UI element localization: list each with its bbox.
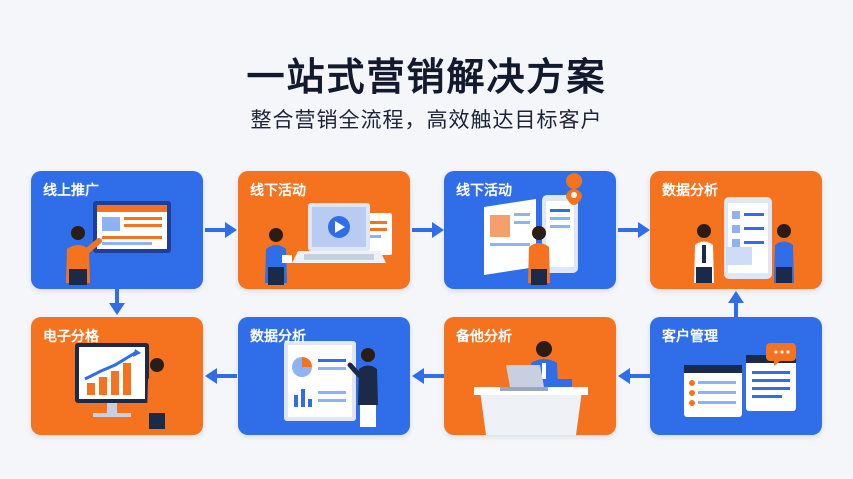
arrow-left-icon: [618, 368, 650, 384]
arrow-left-icon: [205, 368, 237, 384]
step-backup-analysis: 备他分析: [444, 317, 616, 435]
arrow-left-icon: [412, 368, 444, 384]
step-label: 备他分析: [456, 329, 512, 345]
arrow-right-icon: [205, 222, 237, 238]
report-board-icon: [284, 341, 378, 427]
arrow-down-icon: [109, 289, 125, 315]
step-label: 数据分析: [662, 183, 718, 199]
step-label: 线下活动: [456, 183, 512, 199]
step-offline-event: 线下活动: [238, 171, 410, 289]
step-label: 线下活动: [250, 183, 306, 199]
step-offline-activity: 线下活动: [444, 171, 616, 289]
chat-forms-icon: [684, 343, 796, 417]
desk-laptop-icon: [474, 341, 588, 435]
mobile-map-pin-icon: [484, 173, 583, 285]
step-customer-management: 客户管理: [650, 317, 822, 435]
arrow-up-icon: [728, 291, 744, 317]
arrow-right-icon: [412, 222, 444, 238]
laptop-video-icon: [265, 203, 392, 285]
page-subtitle: 整合营销全流程，高效触达目标客户: [250, 108, 603, 132]
step-label: 电子分格: [43, 329, 99, 345]
step-label: 线上推广: [43, 183, 99, 199]
step-label: 客户管理: [662, 329, 718, 345]
growth-chart-monitor-icon: [75, 343, 167, 429]
step-data-analysis-top: 数据分析: [650, 171, 822, 289]
arrow-right-icon: [618, 222, 650, 238]
page-title: 一站式营销解决方案: [246, 55, 607, 99]
step-electronic-grid: 电子分格: [31, 317, 203, 435]
step-data-analysis-bottom: 数据分析: [238, 317, 410, 435]
presentation-screen-icon: [66, 201, 171, 285]
step-online-promotion: 线上推广: [31, 171, 203, 289]
step-label: 数据分析: [250, 329, 306, 345]
phone-documents-icon: [694, 197, 794, 283]
